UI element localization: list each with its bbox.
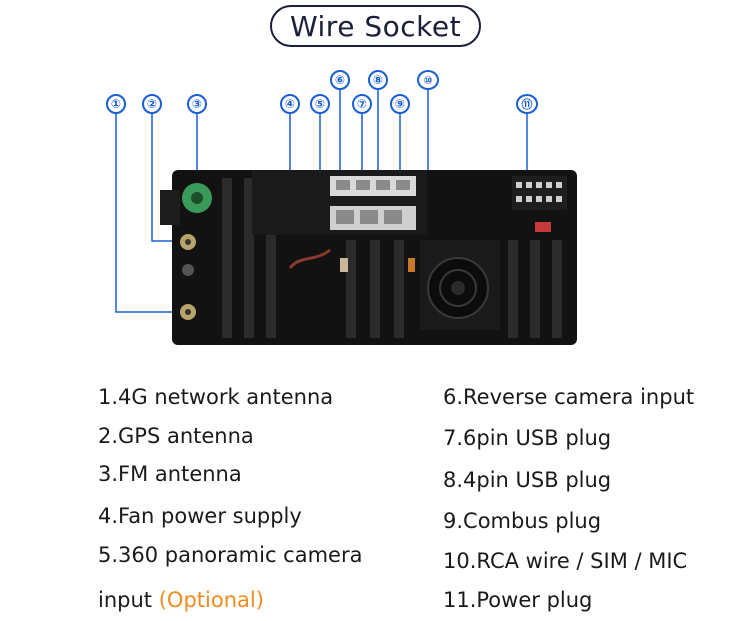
legend-item-2: 2.GPS antenna [98, 424, 254, 448]
legend-item-5-text: input [98, 588, 153, 612]
callout-2: ② [142, 94, 162, 114]
legend-item-10: 10.RCA wire / SIM / MIC [443, 549, 688, 573]
legend-item-7: 7.6pin USB plug [443, 426, 612, 450]
legend-item-9: 9.Combus plug [443, 509, 602, 533]
callout-10: ⑩ [417, 70, 439, 90]
legend-item-11: 11.Power plug [443, 588, 593, 612]
callout-7: ⑦ [352, 94, 372, 114]
callout-11: ⑪ [516, 94, 538, 114]
callout-8: ⑧ [368, 70, 388, 90]
page-title: Wire Socket [270, 5, 481, 47]
callout-5: ⑤ [310, 94, 330, 114]
legend-item-8: 8.4pin USB plug [443, 468, 612, 492]
legend-item-5-continued: input (Optional) [98, 590, 264, 611]
callout-1: ① [106, 94, 126, 114]
legend-item-5: 5.360 panoramic camera [98, 543, 363, 567]
legend-item-3: 3.FM antenna [98, 462, 242, 486]
callout-6: ⑥ [330, 70, 350, 90]
legend-item-6: 6.Reverse camera input [443, 385, 695, 409]
callout-9: ⑨ [390, 94, 410, 114]
callout-3: ③ [187, 94, 207, 114]
legend-item-4: 4.Fan power supply [98, 504, 302, 528]
callout-4: ④ [280, 94, 300, 114]
optional-note: (Optional) [158, 588, 264, 612]
legend-item-1: 1.4G network antenna [98, 385, 334, 409]
